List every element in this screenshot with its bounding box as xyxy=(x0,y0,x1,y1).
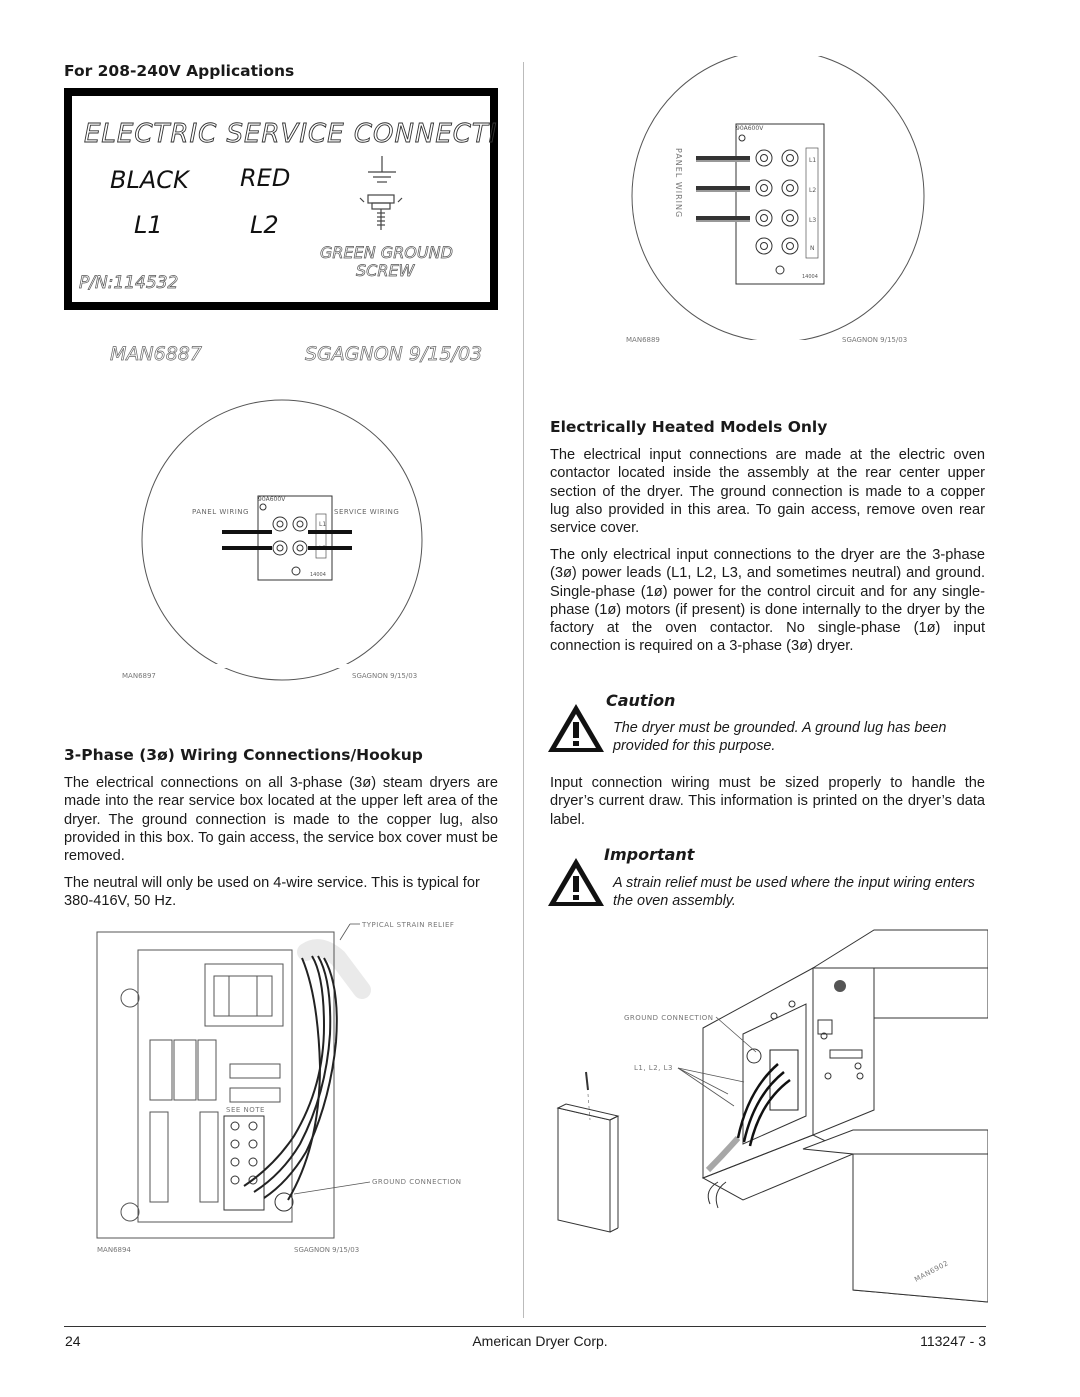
footer-page-number: 24 xyxy=(65,1333,81,1349)
label-signature: SGAGNON 9/15/03 xyxy=(305,343,482,365)
label-ref-row: MAN6887 SGAGNON 9/15/03 xyxy=(110,343,483,366)
box-ref: MAN6894 xyxy=(97,1246,131,1254)
c1-part: 14004 xyxy=(802,274,818,280)
section-heading-208-240v: For 208-240V Applications xyxy=(64,62,295,80)
label-l1: L1 xyxy=(134,211,163,239)
c1-t1: L1 xyxy=(809,157,816,164)
c2-service-wiring: SERVICE WIRING xyxy=(334,508,399,516)
important-title: Important xyxy=(604,845,695,864)
paragraph-sizing: Input connection wiring must be sized pr… xyxy=(550,775,985,828)
ground-symbol-icon xyxy=(368,156,396,183)
caution-text: The dryer must be grounded. A ground lug… xyxy=(613,720,947,755)
paragraph-3phase-2: The neutral will only be used on 4-wire … xyxy=(64,875,480,910)
label-part-number: P/N:114532 xyxy=(79,273,178,293)
column-divider xyxy=(523,62,524,1318)
c1-panel-wiring: PANEL WIRING xyxy=(674,148,683,218)
box-sig: SGAGNON 9/15/03 xyxy=(294,1246,359,1254)
paragraph-electric-1: The electrical input connections are mad… xyxy=(550,447,985,537)
electric-service-label: ELECTRIC SERVICE CONNECTIONS BLACK RED L… xyxy=(64,88,498,310)
caution-warning-icon xyxy=(548,704,604,752)
section-heading-3phase: 3-Phase (3ø) Wiring Connections/Hookup xyxy=(64,746,423,764)
footer-rule xyxy=(64,1326,986,1327)
label-l2: L2 xyxy=(250,211,279,239)
label-ref: MAN6887 xyxy=(110,343,202,365)
footer-company: American Dryer Corp. xyxy=(472,1333,608,1349)
paragraph-electric-2: The only electrical input connections to… xyxy=(550,547,985,655)
ground-screw-icon xyxy=(359,194,403,230)
oven-assembly-diagram: GROUND CONNECTION L1, L2, L3 MAN6902 xyxy=(556,929,988,1303)
label-black: BLACK xyxy=(110,166,191,194)
box-see-note: SEE NOTE xyxy=(226,1106,265,1114)
oven-l123: L1, L2, L3 xyxy=(634,1064,673,1072)
terminal-block-3phase-diagram: 90A600V L1 L2 L3 N 14004 PANEL WIRING MA… xyxy=(626,56,925,344)
c2-part: 14004 xyxy=(310,572,326,578)
c2-panel-wiring: PANEL WIRING xyxy=(192,508,249,516)
c1-tn: N xyxy=(810,245,815,252)
label-screw: SCREW xyxy=(356,261,416,280)
c2-t1: L1 xyxy=(319,521,326,528)
c2-ref: MAN6897 xyxy=(122,672,156,680)
section-heading-electric: Electrically Heated Models Only xyxy=(550,418,828,436)
box-strain-relief: TYPICAL STRAIN RELIEF xyxy=(361,921,454,929)
oven-ground: GROUND CONNECTION xyxy=(624,1014,714,1022)
terminal-block-2pole-diagram: 90A600V L1 L2 14004 PANEL WIRING SERVICE… xyxy=(122,399,423,681)
important-warning-icon xyxy=(548,858,604,906)
important-text: A strain relief must be used where the i… xyxy=(613,875,975,910)
c1-t2: L2 xyxy=(809,187,816,194)
box-ground: GROUND CONNECTION xyxy=(372,1178,462,1186)
paragraph-3phase-1: The electrical connections on all 3-phas… xyxy=(64,775,498,865)
c2-sig: SGAGNON 9/15/03 xyxy=(352,672,417,680)
service-box-diagram: TYPICAL STRAIN RELIEF SEE NOTE GROUND CO… xyxy=(96,921,462,1254)
c1-sig: SGAGNON 9/15/03 xyxy=(842,336,907,344)
label-title: ELECTRIC SERVICE CONNECTIONS xyxy=(84,119,498,149)
c1-ref: MAN6889 xyxy=(626,336,660,344)
c1-t3: L3 xyxy=(809,217,816,224)
label-red: RED xyxy=(240,164,290,192)
caution-title: Caution xyxy=(606,691,676,710)
footer-doc-number: 113247 - 3 xyxy=(920,1333,986,1349)
c2-rating: 90A600V xyxy=(258,496,286,503)
c1-rating: 90A600V xyxy=(736,125,764,132)
label-green-ground: GREEN GROUND xyxy=(320,243,453,262)
